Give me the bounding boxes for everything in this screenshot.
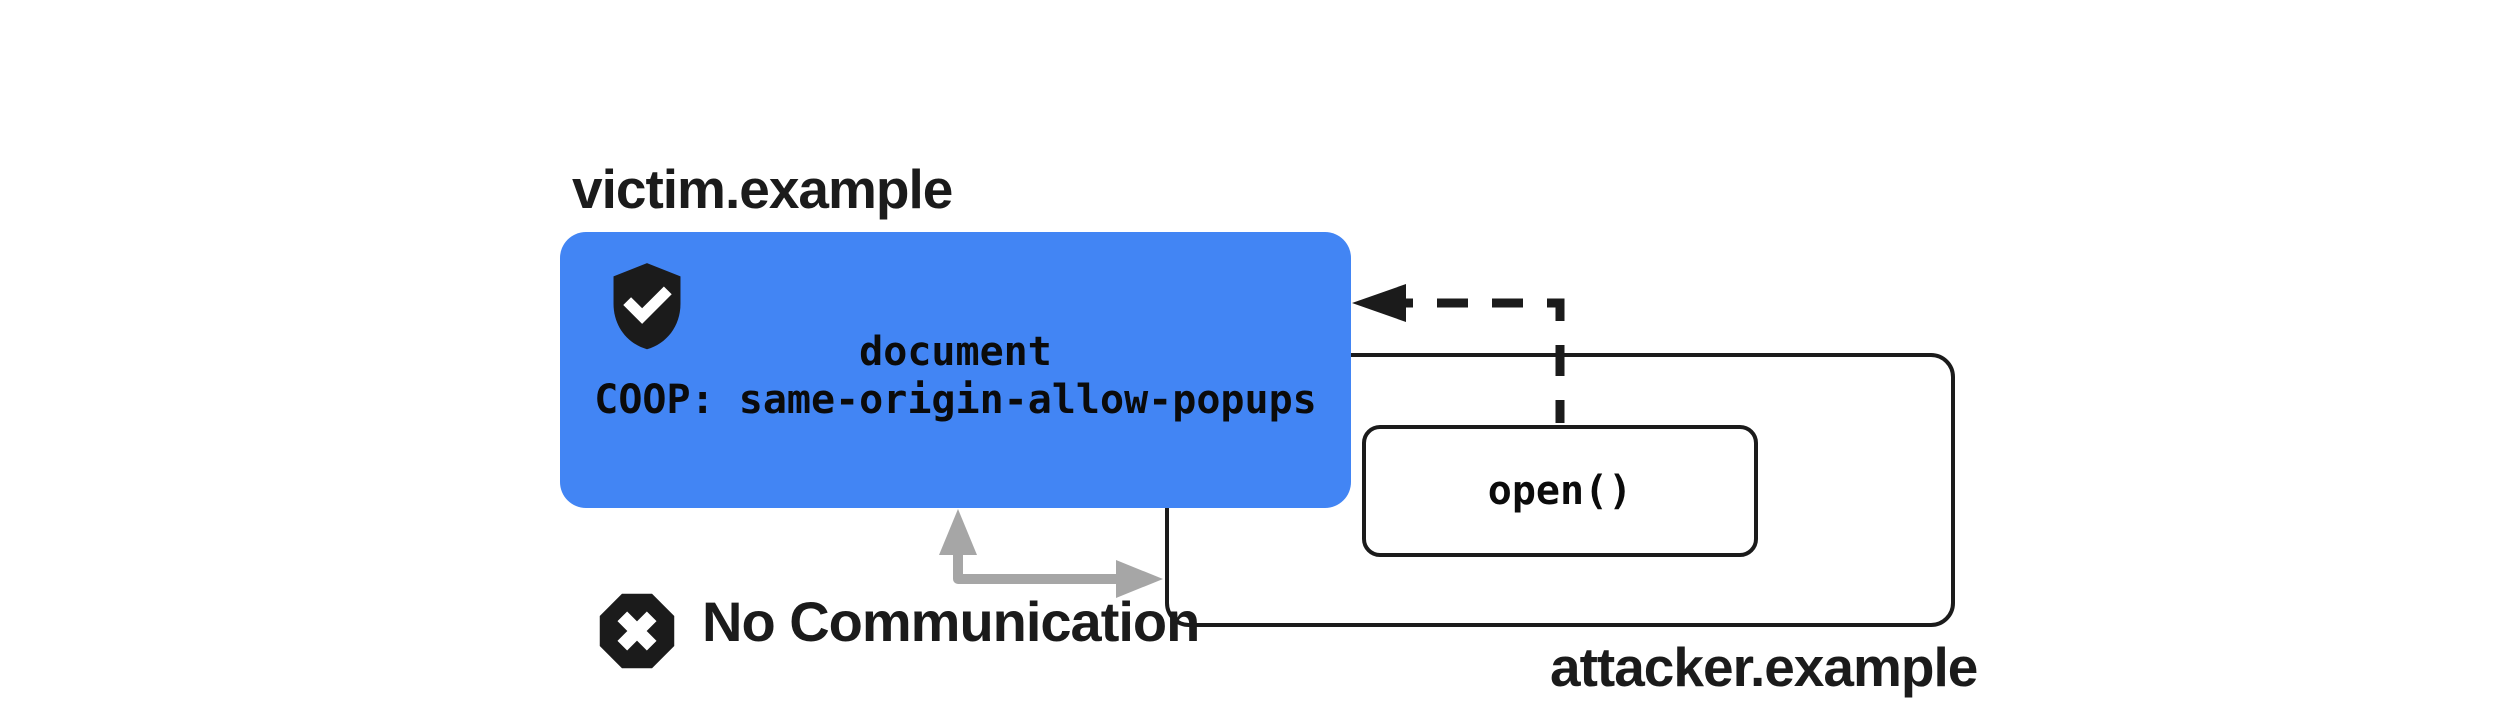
gray-elbow-arrow-shaft (953, 552, 1118, 584)
victim-document-box: document COOP: same-origin-allow-popups (560, 232, 1351, 508)
gray-arrowhead-up (939, 509, 977, 555)
dashed-left-arrowhead (1352, 284, 1406, 322)
x-mark (617, 611, 657, 651)
octagon-x-icon (599, 593, 675, 669)
victim-domain-label: victim.example (572, 158, 953, 220)
check-mark (623, 286, 672, 324)
coop-header-label: COOP: same-origin-allow-popups (594, 377, 1317, 423)
document-label: document (859, 329, 1052, 375)
open-call-box: open() (1362, 425, 1758, 557)
open-call-label: open() (1487, 468, 1633, 514)
attacker-domain-label: attacker.example (1550, 636, 1978, 698)
shield-check-icon (613, 263, 681, 350)
victim-document-text: document COOP: same-origin-allow-popups (560, 328, 1351, 424)
no-communication-label: No Communication (702, 590, 1200, 653)
